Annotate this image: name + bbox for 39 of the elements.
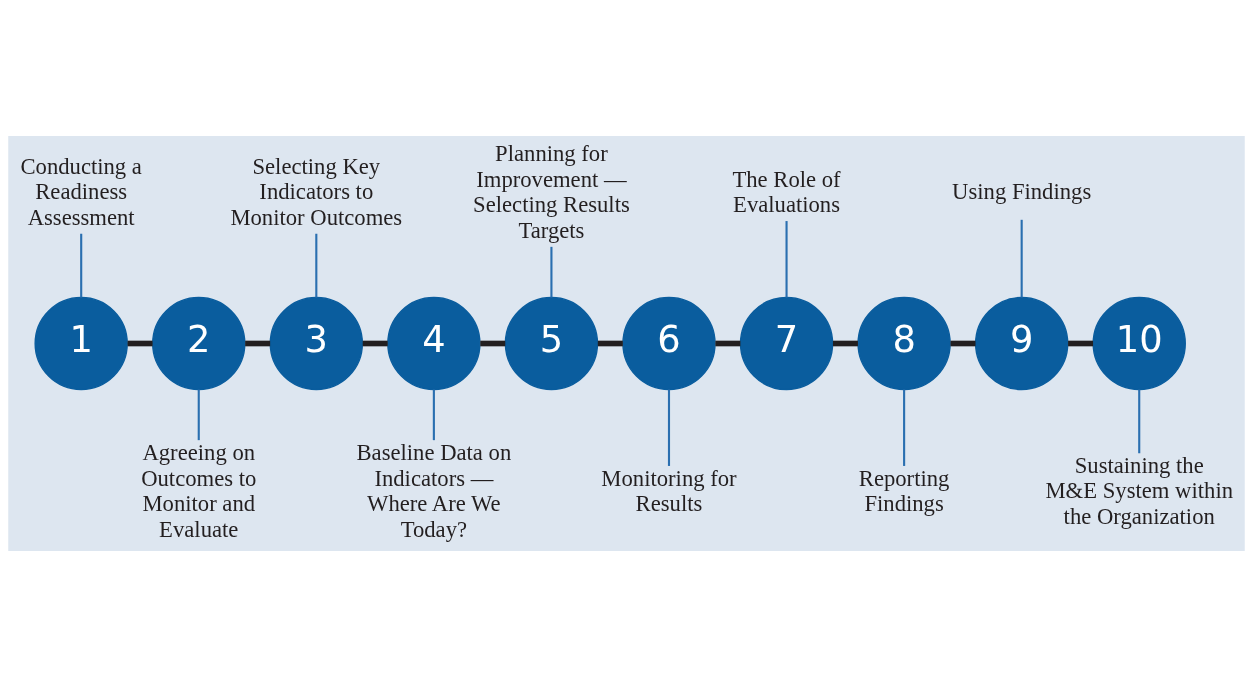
connector [432, 389, 435, 440]
connector [950, 340, 976, 346]
connector [1020, 219, 1023, 297]
node-text: Planning for Improvement — Selecting Results Targets [473, 140, 630, 243]
connector [667, 389, 671, 466]
connector [245, 340, 271, 346]
connector [1138, 389, 1141, 453]
node-circle: 10 [1092, 296, 1186, 390]
connector [315, 233, 318, 297]
connector [597, 340, 623, 346]
node-circle: 5 [504, 296, 599, 390]
node-circle: 1 [34, 296, 128, 390]
connector [127, 340, 153, 346]
connector [832, 340, 858, 346]
node-circle: 3 [269, 296, 364, 390]
node-text: Baseline Data on Indicators — Where Are We Today? [356, 439, 512, 542]
node-text: Using Findings [952, 178, 1092, 204]
connector [362, 340, 388, 346]
connector [197, 389, 200, 440]
node-text: The Role of Evaluations [732, 166, 841, 217]
connector [903, 389, 906, 466]
node-circle: 9 [974, 296, 1069, 390]
connector [1068, 340, 1094, 346]
connector [785, 220, 788, 297]
node-text: Sustaining the M&E System within the Organization [1045, 452, 1234, 529]
connector [715, 340, 741, 346]
node-circle: 6 [622, 296, 716, 390]
node-circle: 8 [857, 296, 951, 390]
node-text: Conducting a Readiness Assessment [20, 153, 142, 230]
connector [550, 246, 553, 297]
connector [80, 233, 83, 297]
node-text: Reporting Findings [858, 465, 950, 516]
node-text: Monitoring for Results [601, 465, 737, 516]
connector [480, 340, 506, 346]
node-circle: 4 [387, 296, 481, 390]
node-text: Agreeing on Outcomes to Monitor and Evaluate [141, 439, 257, 542]
node-circle: 7 [739, 296, 834, 390]
node-circle: 2 [152, 296, 246, 390]
node-text: Selecting Key Indicators to Monitor Outcomes [230, 153, 403, 230]
